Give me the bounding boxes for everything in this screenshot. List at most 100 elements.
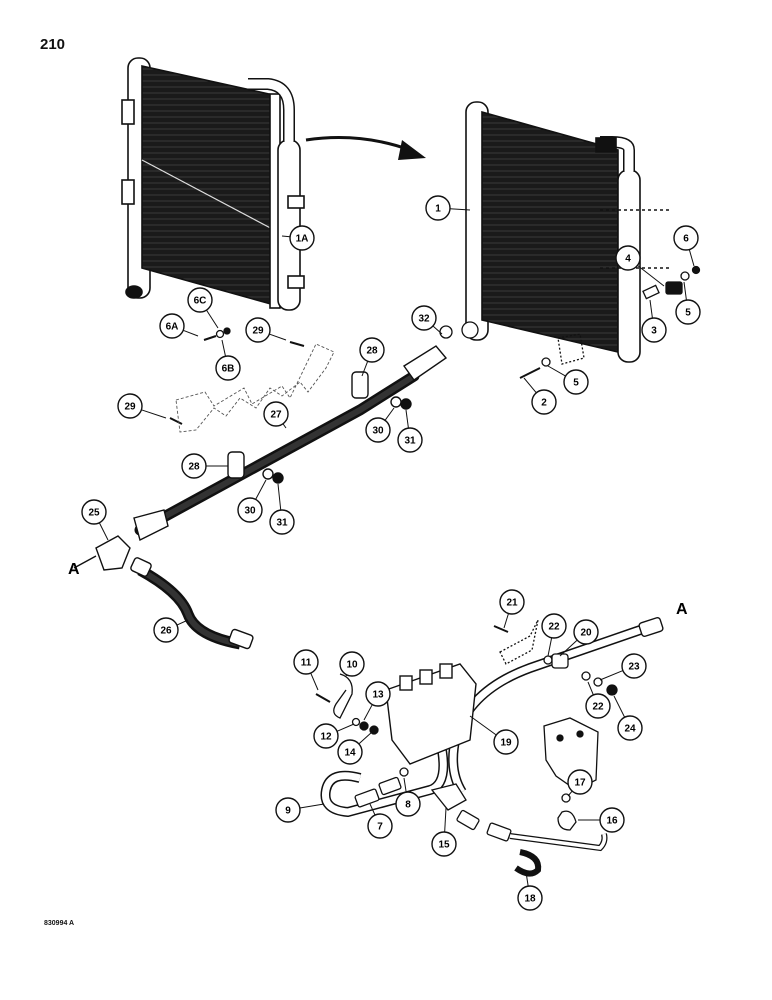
callout-31b: 31 — [269, 509, 295, 535]
callout-label: 16 — [606, 816, 618, 827]
callout-circle — [365, 417, 391, 443]
washer — [543, 655, 553, 665]
tee-and-hose-26 — [95, 535, 254, 650]
leader-line — [637, 264, 665, 287]
callout-8: 8 — [395, 791, 421, 817]
callout-circle — [493, 729, 519, 755]
replacement-arrow — [305, 136, 411, 152]
callout-circle — [313, 723, 339, 749]
callout-circle — [541, 613, 567, 639]
callout-5b: 5 — [563, 369, 589, 395]
tee-and-tube-18 — [430, 783, 608, 877]
leader-line — [503, 613, 509, 629]
leader-line — [403, 777, 407, 793]
cooler-outlet-port — [125, 285, 143, 299]
callout-label: 17 — [574, 778, 586, 789]
leader-line — [310, 672, 319, 691]
callout-label: 9 — [285, 806, 291, 817]
leader-line — [559, 639, 578, 657]
callout-label: 31 — [276, 518, 288, 529]
callout-label: 27 — [270, 410, 282, 421]
callout-circle — [621, 653, 647, 679]
callout-label: 26 — [160, 626, 172, 637]
fitting — [456, 809, 480, 831]
callout-label: 21 — [506, 598, 518, 609]
leader-line — [587, 681, 594, 696]
nut — [223, 327, 231, 335]
callout-circle — [117, 393, 143, 419]
o-ring — [399, 767, 409, 777]
callout-6b: 6B — [215, 355, 241, 381]
callout-21: 21 — [499, 589, 525, 615]
leader-line — [384, 407, 395, 421]
callout-9: 9 — [275, 797, 301, 823]
leader-line — [183, 329, 199, 337]
callout-circle — [531, 389, 557, 415]
callout-circle — [641, 317, 667, 343]
callout-label: 6C — [194, 296, 207, 307]
leader-line — [363, 704, 373, 721]
callout-circle — [425, 195, 451, 221]
callout-label: 29 — [252, 326, 264, 337]
callouts: 1A6C6A6B29283214653522927303128303125262… — [81, 195, 701, 911]
nut — [606, 684, 618, 696]
leader-line — [444, 807, 447, 833]
callout-label: 10 — [346, 660, 358, 671]
callout-label: 1A — [296, 234, 309, 245]
cooler-mount-hardware — [439, 265, 701, 379]
cooler-inlet-hose — [595, 137, 617, 153]
callout-24: 24 — [617, 715, 643, 741]
cooler-right-clamp-lower — [287, 275, 305, 289]
connection-letters: AA — [68, 561, 688, 618]
leader-line — [405, 409, 409, 429]
connection-letter-a: A — [68, 561, 80, 578]
cooler-bracket-lower — [121, 179, 135, 205]
callout-label: 1 — [435, 204, 441, 215]
leader-line — [449, 208, 471, 211]
callout-26: 26 — [153, 617, 179, 643]
cooler-bracket-upper — [121, 99, 135, 125]
hose-end-fitting — [228, 628, 254, 650]
tube-end-fitting — [638, 617, 664, 637]
oil-cooler-old — [121, 57, 305, 311]
callout-6a: 6A — [159, 313, 185, 339]
callout-label: 31 — [404, 436, 416, 447]
callout-7: 7 — [367, 813, 393, 839]
nut — [400, 398, 412, 410]
callout-label: 18 — [524, 894, 536, 905]
page-number: 210 — [40, 36, 66, 53]
callout-label: 7 — [377, 822, 383, 833]
callout-32: 32 — [411, 305, 437, 331]
leader-line — [282, 423, 287, 429]
leader-line — [649, 299, 653, 319]
callout-label: 5 — [685, 308, 691, 319]
callout-circle — [293, 649, 319, 675]
leader-line — [432, 325, 443, 335]
callout-22a: 22 — [541, 613, 567, 639]
callout-circle — [411, 305, 437, 331]
tube-bracket — [499, 619, 539, 665]
callout-label: 15 — [438, 840, 450, 851]
callout-circle — [159, 313, 185, 339]
callout-14: 14 — [337, 739, 363, 765]
callout-circle — [573, 619, 599, 645]
callout-circle — [397, 427, 423, 453]
tube-bracket-hardware — [493, 619, 618, 696]
leader-line — [683, 281, 687, 301]
callout-label: 20 — [580, 628, 592, 639]
hydraulic-hose-27 — [133, 345, 448, 542]
callout-label: 14 — [344, 748, 356, 759]
tee-fitting — [430, 783, 467, 811]
hose-end-fitting — [133, 509, 169, 542]
callout-25: 25 — [81, 499, 107, 525]
tee-fitting — [95, 535, 131, 571]
callout-label: 28 — [366, 346, 378, 357]
washer — [680, 271, 690, 281]
callout-circle — [269, 509, 295, 535]
callout-circle — [153, 617, 179, 643]
leader-line — [221, 339, 226, 357]
callout-27: 27 — [263, 401, 289, 427]
hose-clamp — [227, 451, 245, 479]
